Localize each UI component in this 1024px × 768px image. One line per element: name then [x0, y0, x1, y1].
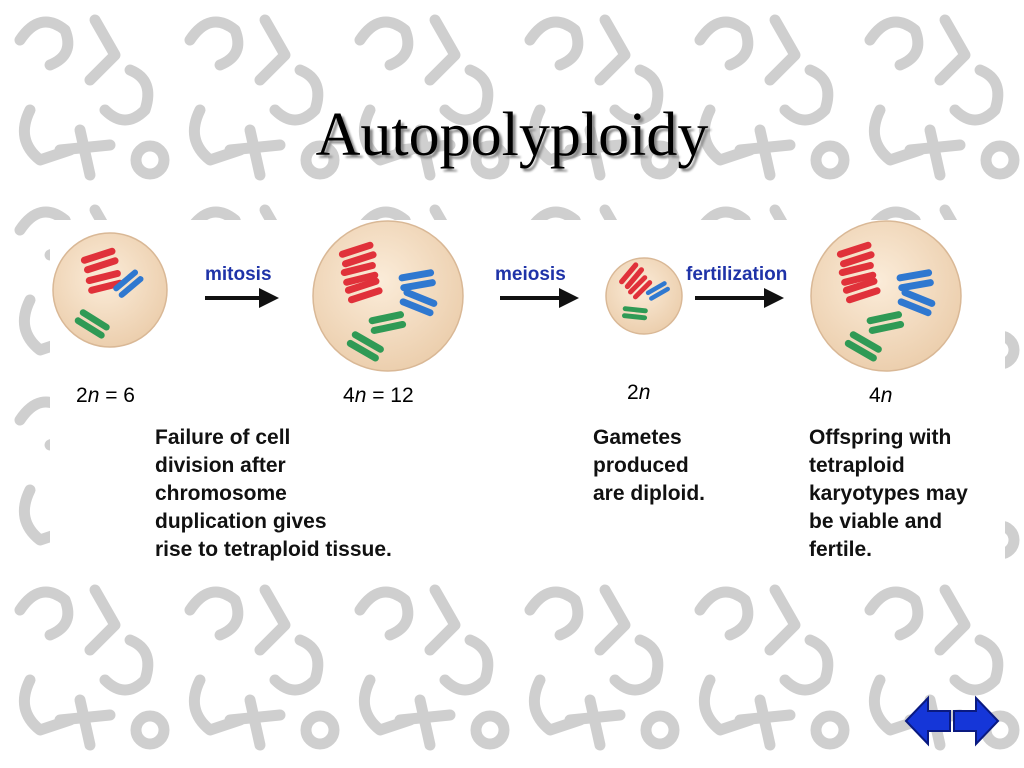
- arrow-right-icon[interactable]: [952, 695, 1000, 747]
- description-line: duplication gives: [155, 510, 327, 533]
- description-line: fertile.: [809, 538, 873, 561]
- description-line: produced: [593, 454, 689, 477]
- description-line: Failure of cell: [155, 426, 291, 449]
- cell-gamete: [605, 257, 683, 335]
- description-line: division after: [155, 454, 286, 477]
- description-line: chromosome: [155, 482, 287, 505]
- ploidy-label-stage-3: 2n: [627, 381, 651, 404]
- cell-offspring: [810, 220, 962, 372]
- ploidy-label-stage-1: 2n = 6: [76, 384, 135, 407]
- slide-navigation: [904, 695, 1000, 747]
- description-line: karyotypes may: [809, 482, 968, 505]
- cell-diploid: [52, 232, 168, 348]
- description-line: are diploid.: [593, 482, 706, 505]
- ploidy-label-stage-4: 4n: [869, 384, 893, 407]
- arrow-label-meiosis: meiosis: [495, 264, 566, 285]
- arrow-label-fertilization: fertilization: [686, 264, 788, 285]
- description-line: Offspring with: [809, 426, 952, 449]
- description-mitosis: Failure of cell division after chromosom…: [155, 424, 392, 564]
- description-line: rise to tetraploid tissue.: [155, 538, 392, 561]
- description-line: tetraploid: [809, 454, 905, 477]
- description-line: Gametes: [593, 426, 682, 449]
- description-gametes: Gametes produced are diploid.: [593, 424, 705, 508]
- slide-title: Autopolyploidy: [315, 101, 709, 169]
- arrow-label-mitosis: mitosis: [205, 264, 272, 285]
- ploidy-label-stage-2: 4n = 12: [343, 384, 414, 407]
- autopolyploidy-diagram: [52, 220, 962, 372]
- arrow-left-icon[interactable]: [904, 695, 952, 747]
- cell-tetraploid: [312, 220, 464, 372]
- description-offspring: Offspring with tetraploid karyotypes may…: [809, 424, 968, 564]
- description-line: be viable and: [809, 510, 943, 533]
